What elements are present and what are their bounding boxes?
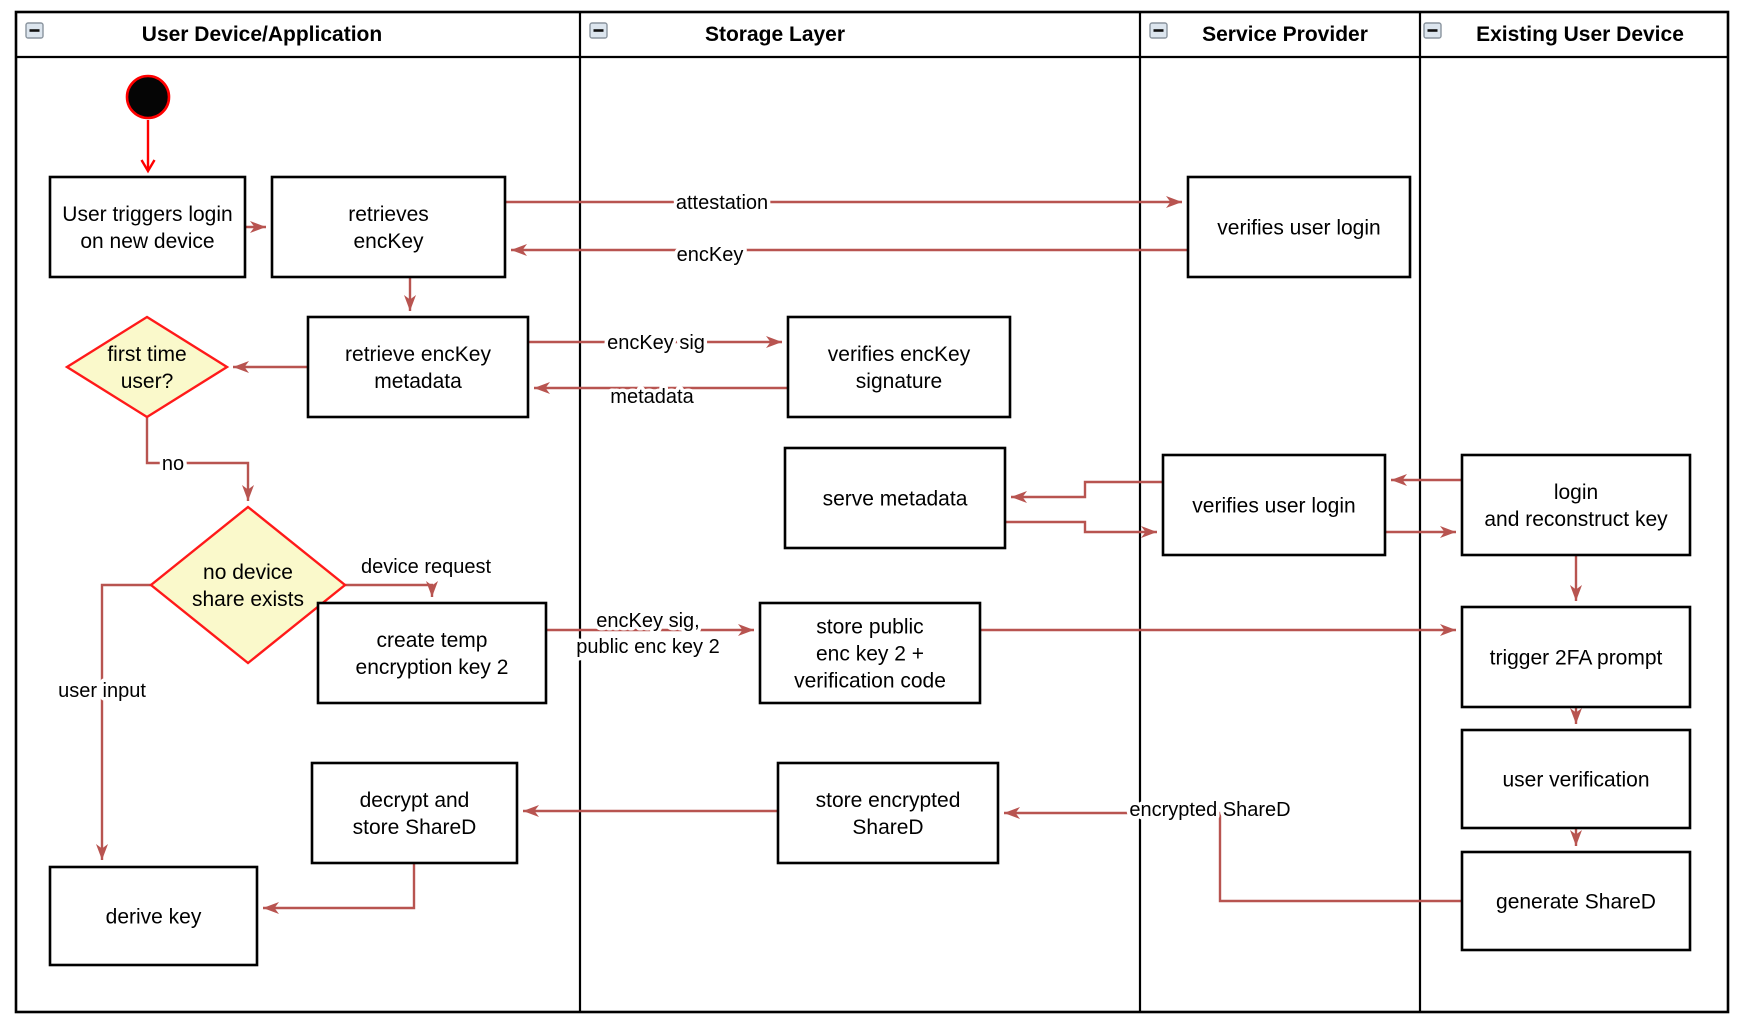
lane-header-storage-layer[interactable]: Storage Layer — [589, 22, 845, 46]
edge-label-no-branch: no — [162, 453, 184, 475]
lane-title-existing-user-device: Existing User Device — [1476, 23, 1684, 46]
edge-label-metadata-return: metadata — [610, 386, 694, 408]
edge-verifies-to-serve — [1011, 480, 1163, 503]
collapse-minus-icon[interactable] — [589, 22, 608, 39]
node-serve-metadata[interactable]: serve metadata — [783, 446, 1007, 550]
node-derive-key[interactable]: derive key — [48, 865, 259, 967]
edge-label-enckey-sig-public-enc-key-2: encKey sig,public enc key 2 — [576, 610, 719, 658]
lane-title-storage-layer: Storage Layer — [705, 23, 845, 46]
lane-header-user-device-application[interactable]: User Device/Application — [25, 22, 382, 46]
node-label-derive-key: derive key — [106, 906, 202, 929]
collapse-minus-icon[interactable] — [1423, 22, 1442, 39]
edge-label-enckey-return: encKey — [677, 244, 744, 266]
node-user-verification[interactable]: user verification — [1460, 728, 1692, 830]
node-verifies-user-login-mid[interactable]: verifies user login — [1161, 453, 1387, 557]
node-label-user-verification: user verification — [1502, 769, 1649, 792]
edge-label-enckey-sig: encKey sig — [607, 332, 705, 354]
node-label-verifies-user-login-mid: verifies user login — [1192, 495, 1355, 518]
edge-decrypt-to-derive — [263, 863, 416, 914]
edge-user-input — [96, 583, 151, 860]
node-label-verifies-user-login-top: verifies user login — [1217, 217, 1380, 240]
lane-header-service-provider[interactable]: Service Provider — [1149, 22, 1368, 46]
node-label-generate-shared: generate ShareD — [1496, 891, 1656, 914]
edge-label-user-input: user input — [58, 680, 146, 702]
start-node-icon[interactable] — [125, 74, 171, 120]
collapse-minus-icon[interactable] — [1149, 22, 1168, 39]
lane-header-existing-user-device[interactable]: Existing User Device — [1423, 22, 1684, 46]
edge-no-branch — [145, 417, 254, 501]
lane-title-user-device-application: User Device/Application — [142, 23, 382, 46]
node-label-serve-metadata: serve metadata — [823, 488, 968, 511]
edge-device-request — [345, 581, 438, 597]
collapse-minus-icon[interactable] — [25, 22, 44, 39]
node-verifies-user-login-top[interactable]: verifies user login — [1186, 175, 1412, 279]
edge-encrypted-shared — [1004, 807, 1462, 903]
node-label-trigger-2fa-prompt: trigger 2FA prompt — [1490, 647, 1663, 670]
lane-title-service-provider: Service Provider — [1202, 23, 1368, 46]
edge-serve-to-verifies — [1005, 520, 1157, 538]
edge-label-encrypted-shared: encrypted ShareD — [1129, 799, 1290, 821]
edge-label-attestation: attestation — [676, 192, 768, 214]
node-trigger-2fa-prompt[interactable]: trigger 2FA prompt — [1460, 605, 1692, 709]
node-generate-shared[interactable]: generate ShareD — [1460, 850, 1692, 952]
edge-label-device-request: device request — [361, 556, 492, 578]
node-start[interactable] — [125, 74, 171, 120]
